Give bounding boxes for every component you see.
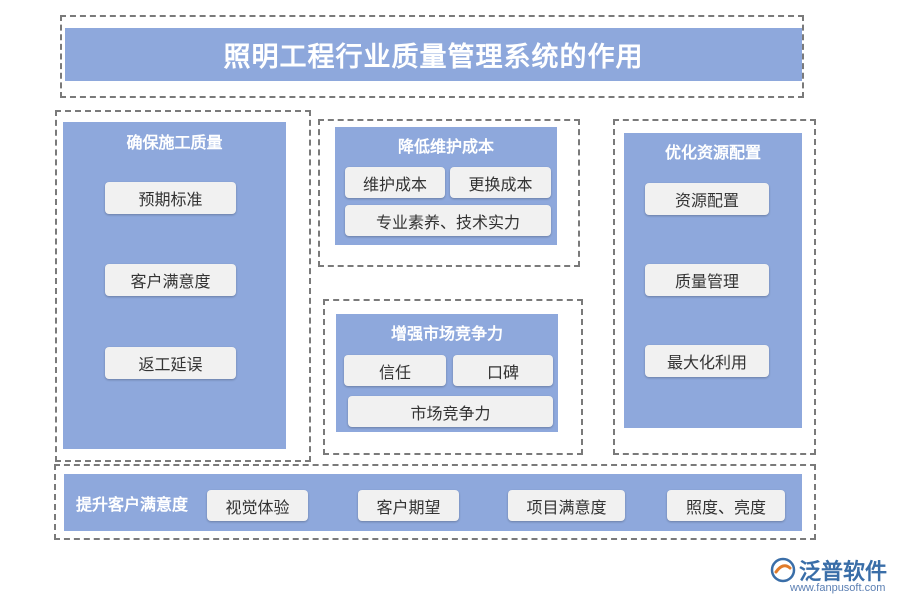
maximize-utilization-item: 最大化利用: [645, 345, 769, 377]
competitiveness-panel-title: 增强市场竞争力: [390, 324, 503, 343]
satisfaction-panel-title: 提升客户满意度: [76, 494, 189, 514]
logo-url: www.fanpusoft.com: [790, 582, 886, 594]
visual-experience-item: 视觉体验: [207, 490, 308, 521]
customer-expectation-item: 客户期望: [358, 490, 459, 521]
bottom-frame: [54, 464, 816, 540]
page-title: 照明工程行业质量管理系统的作用: [65, 28, 802, 81]
quality-panel-title: 确保施工质量: [126, 133, 223, 152]
trust-item: 信任: [344, 355, 446, 386]
illuminance-brightness-item: 照度、亮度: [667, 490, 785, 521]
resource-panel: 优化资源配置 资源配置 质量管理 最大化利用: [624, 133, 802, 428]
resource-panel-title: 优化资源配置: [664, 143, 761, 162]
brand-logo: 泛普软件: [770, 554, 887, 586]
satisfaction-panel: 提升客户满意度 视觉体验 客户期望 项目满意度 照度、亮度: [64, 474, 802, 531]
mid-top-frame: [318, 119, 580, 267]
replacement-cost-item: 更换成本: [450, 167, 551, 198]
maintenance-panel: 降低维护成本 维护成本 更换成本 专业素养、技术实力: [335, 127, 557, 245]
customer-satisfaction-item: 客户满意度: [105, 264, 236, 296]
rework-delay-item: 返工延误: [105, 347, 236, 379]
quality-panel: 确保施工质量 预期标准 客户满意度 返工延误: [63, 122, 286, 449]
maintenance-panel-title: 降低维护成本: [397, 137, 494, 156]
reputation-item: 口碑: [453, 355, 553, 386]
fanpu-logo-icon: [770, 557, 796, 583]
expected-standard-item: 预期标准: [105, 182, 236, 214]
resource-allocation-item: 资源配置: [645, 183, 769, 215]
competitiveness-panel: 增强市场竞争力 信任 口碑 市场竞争力: [336, 314, 558, 432]
market-competitiveness-item: 市场竞争力: [348, 396, 553, 427]
left-frame: [55, 110, 311, 462]
mid-bottom-frame: [323, 299, 583, 455]
project-satisfaction-item: 项目满意度: [508, 490, 625, 521]
title-frame: [60, 15, 804, 98]
maintenance-cost-item: 维护成本: [345, 167, 445, 198]
quality-management-item: 质量管理: [645, 264, 769, 296]
right-frame: [613, 119, 816, 455]
professional-skill-item: 专业素养、技术实力: [345, 205, 551, 236]
logo-name: 泛普软件: [799, 559, 888, 584]
